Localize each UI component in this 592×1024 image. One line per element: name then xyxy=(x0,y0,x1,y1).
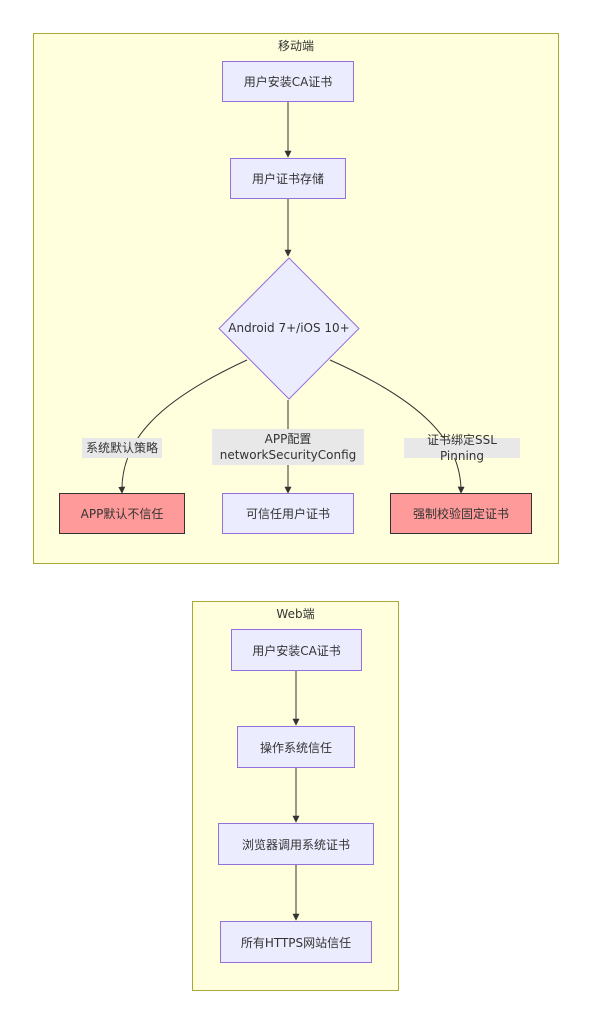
node-trust-user-cert: 可信任用户证书 xyxy=(222,493,354,534)
node-os-trust-label: 操作系统信任 xyxy=(259,740,332,755)
node-os-trust: 操作系统信任 xyxy=(237,726,355,768)
edge-label-app-config-line2: networkSecurityConfig xyxy=(219,448,357,462)
node-web-install-ca: 用户安装CA证书 xyxy=(231,629,362,671)
edge-label-default-policy: 系统默认策略 xyxy=(82,438,162,458)
edge-label-default-policy-text: 系统默认策略 xyxy=(86,441,159,455)
edge-label-app-config-line1: APP配置 xyxy=(264,432,312,446)
node-decision: Android 7+/iOS 10+ xyxy=(218,317,360,339)
node-mobile-install-ca: 用户安装CA证书 xyxy=(222,61,354,102)
node-trust-user-cert-label: 可信任用户证书 xyxy=(245,507,330,521)
mobile-cluster-title: 移动端 xyxy=(277,39,314,53)
decision-diamond xyxy=(218,257,360,400)
node-web-install-ca-label: 用户安装CA证书 xyxy=(252,643,341,658)
node-https-trust-label: 所有HTTPS网站信任 xyxy=(240,935,352,950)
edge-label-ssl-pinning: 证书绑定SSL Pinning xyxy=(404,433,520,463)
web-cluster-title: Web端 xyxy=(276,607,315,621)
edge-decision-to-untrusted xyxy=(118,359,248,494)
node-app-untrusted-label: APP默认不信任 xyxy=(80,507,164,521)
node-browser-system-cert-label: 浏览器调用系统证书 xyxy=(241,837,350,852)
node-ssl-pinning-label: 强制校验固定证书 xyxy=(412,507,509,521)
edge-label-app-config: APP配置 networkSecurityConfig xyxy=(212,429,364,465)
edge-decision-to-pinning xyxy=(329,359,465,494)
node-mobile-install-ca-label: 用户安装CA证书 xyxy=(243,75,333,89)
node-app-untrusted: APP默认不信任 xyxy=(59,493,185,534)
node-user-cert-store-label: 用户证书存储 xyxy=(251,172,324,186)
node-user-cert-store: 用户证书存储 xyxy=(230,158,346,199)
node-decision-label: Android 7+/iOS 10+ xyxy=(228,321,350,335)
node-browser-system-cert: 浏览器调用系统证书 xyxy=(218,823,374,865)
edge-label-ssl-pinning-text: 证书绑定SSL Pinning xyxy=(427,433,497,463)
node-ssl-pinning: 强制校验固定证书 xyxy=(390,493,532,534)
node-https-trust: 所有HTTPS网站信任 xyxy=(220,921,372,963)
